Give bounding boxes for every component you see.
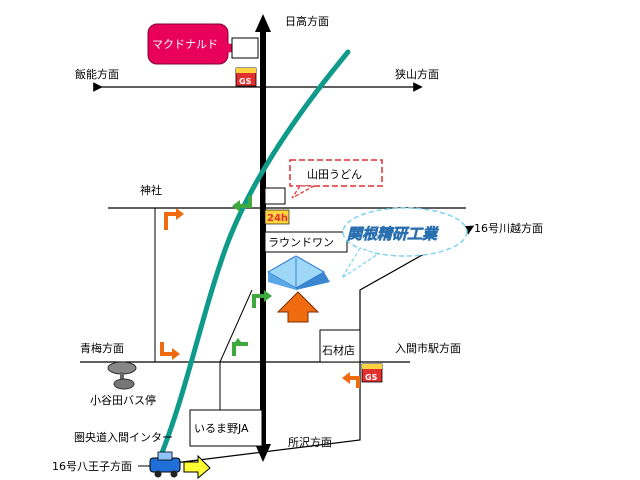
- label-north: 日高方面: [285, 14, 329, 28]
- irumano-ja: いるま野JA: [189, 409, 263, 447]
- round-one-label: ラウンドワン: [268, 236, 334, 249]
- destination-arrow-icon: [276, 291, 320, 323]
- label-interchange: 圏央道入間インター: [74, 430, 173, 444]
- turn-arrow-green-bottom-icon: [232, 338, 248, 356]
- yamada-udon-building: [264, 187, 286, 205]
- label-irumashi: 入間市駅方面: [395, 341, 461, 355]
- label-east: 狭山方面: [395, 67, 439, 81]
- bus-stop-icon: [107, 361, 137, 390]
- gas-station-top-label: GS: [239, 77, 252, 86]
- road-hachioji: [149, 395, 361, 467]
- gas-station-bottom-label: GS: [365, 373, 378, 382]
- label-hachioji: 16号八王子方面: [52, 459, 132, 473]
- yamada-udon: 山田うどん: [289, 159, 383, 199]
- mcdonalds-bubble: マクドナルド: [147, 23, 246, 65]
- company-building-icon: [266, 255, 330, 290]
- company-bubble: 関根精研工業: [341, 207, 468, 279]
- round-one: ラウンドワン: [264, 231, 348, 253]
- ishizai-store: 石材店: [319, 329, 361, 363]
- road-to-interchange: [219, 289, 253, 410]
- label-west: 飯能方面: [75, 67, 119, 81]
- label-ome: 青梅方面: [80, 341, 124, 355]
- mcdonalds-building: [231, 37, 259, 59]
- company-name: 関根精研工業: [347, 225, 439, 243]
- irumano-ja-label: いるま野JA: [194, 422, 249, 435]
- mcdonalds-label: マクドナルド: [152, 38, 218, 51]
- sign-24-icon: 24h: [264, 209, 290, 225]
- turn-arrow-orange-gs-icon: [342, 372, 360, 388]
- turn-arrow-green-top-icon: [232, 196, 252, 212]
- ishizai-label: 石材店: [322, 343, 355, 357]
- turn-arrow-orange-left-top-icon: [164, 208, 184, 230]
- car-icon: [149, 451, 181, 478]
- gas-station-bottom-icon: GS: [361, 363, 383, 383]
- gas-station-top-icon: GS: [235, 67, 257, 87]
- river: [152, 49, 351, 473]
- label-tokorozawa: 所沢方面: [288, 435, 332, 449]
- label-kawagoe: 16号川越方面: [474, 221, 543, 235]
- turn-arrow-orange-bottom-icon: [160, 342, 180, 360]
- turn-arrow-green-middle-icon: [252, 290, 272, 308]
- yamada-udon-label: 山田うどん: [307, 168, 362, 181]
- car-direction-arrow-icon: [183, 454, 211, 480]
- main-road-arrow-top: [255, 14, 271, 32]
- label-bus-stop: 小谷田バス停: [90, 393, 156, 407]
- sign-24-label: 24h: [267, 213, 288, 224]
- main-road-arrow-bottom: [255, 444, 271, 462]
- label-shrine: 神社: [140, 183, 162, 197]
